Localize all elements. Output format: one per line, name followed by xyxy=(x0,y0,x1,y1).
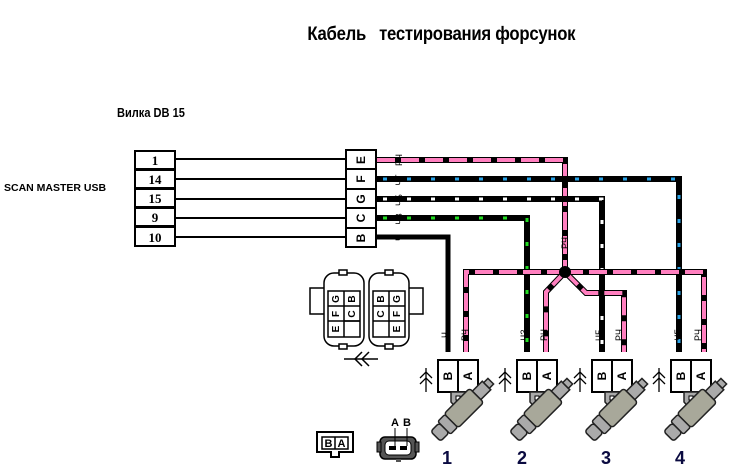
splice-node xyxy=(559,266,571,278)
legend-plug-pin: A xyxy=(391,417,399,429)
legend-plug xyxy=(376,428,420,462)
face-right-pin: G xyxy=(392,295,403,303)
insert-arrow-icon xyxy=(419,368,433,392)
injector-body-icon xyxy=(585,377,649,441)
injector-wire-code-b: Ч xyxy=(440,332,450,338)
splice-label: РЧ xyxy=(560,237,570,249)
injector-pin-b: B xyxy=(441,371,455,380)
wire-codes-connector: РЧ ЧГ ЧБ ЧЗ Ч xyxy=(394,154,404,241)
insert-arrow-icon xyxy=(652,368,666,392)
face-right-pin: E xyxy=(392,325,403,332)
db15-pin-label: 1 xyxy=(152,153,159,168)
injector-body-icon xyxy=(510,377,574,441)
injector-number: 1 xyxy=(442,448,452,468)
injector-pin-a: A xyxy=(461,371,475,380)
db15-to-connector-wires xyxy=(175,158,346,238)
wire-code-b: Ч xyxy=(394,235,404,241)
harness-connector: E F G C B xyxy=(345,149,377,248)
wire-splice-inj2 xyxy=(543,269,568,352)
colored-harness xyxy=(377,157,707,352)
db15-pin: 9 xyxy=(134,207,176,227)
injector-wire-code-b: ЧГ xyxy=(673,329,683,340)
db15-pin-block: 1 14 15 9 10 xyxy=(134,150,176,247)
injector-body-icon xyxy=(431,377,495,441)
face-left-pin: C xyxy=(347,310,358,317)
connector-pin-g: G xyxy=(354,194,368,203)
mating-arrow-icon xyxy=(344,351,378,367)
injector-pin-b: B xyxy=(674,371,688,380)
injector-number: 3 xyxy=(601,448,611,468)
face-left-pin: B xyxy=(347,295,358,302)
insert-arrow-icon xyxy=(573,368,587,392)
face-left-pin: F xyxy=(331,311,342,317)
face-right-pin: B xyxy=(376,295,387,302)
connector-pin-b: B xyxy=(354,233,368,242)
db15-pin-label: 9 xyxy=(152,210,159,225)
injector-wire-code-a: РЧ xyxy=(539,329,549,341)
legend-socket xyxy=(316,431,354,458)
injector-wire-code-a: РЧ xyxy=(693,329,703,341)
connector-face-left-labels: G B F C E xyxy=(331,295,358,332)
db15-pin: 1 xyxy=(134,150,176,170)
wire-code-f: ЧГ xyxy=(394,174,404,185)
injector-wire-code-a: РЧ xyxy=(614,329,624,341)
wire-c-black-green xyxy=(377,215,530,352)
injector-number: 2 xyxy=(517,448,527,468)
wire-g-black-white xyxy=(377,196,605,352)
diagram-title: Кабель тестирования форсунок xyxy=(307,24,576,45)
connector-face-right xyxy=(368,269,424,350)
connector-pin-f: F xyxy=(354,175,368,182)
device-label: SCAN MASTER USB xyxy=(4,182,107,194)
face-right-pin: F xyxy=(392,311,403,317)
wire-splice-inj1 xyxy=(463,269,565,352)
wire-code-e: РЧ xyxy=(394,154,404,166)
insert-arrow-icon xyxy=(498,368,512,392)
legend-socket-pin: B xyxy=(325,438,333,450)
connector-face-right-labels: B G C F E xyxy=(376,295,403,332)
injector-wire-code-a: РЧ xyxy=(460,329,470,341)
injector-pin-a: A xyxy=(694,371,708,380)
db15-pin-label: 15 xyxy=(149,191,163,206)
injector-pin-b: B xyxy=(595,371,609,380)
wire-f-black-blue xyxy=(377,176,682,352)
face-right-pin: C xyxy=(376,310,387,317)
wire-splice-inj3 xyxy=(562,269,627,352)
db15-pin-label: 10 xyxy=(149,230,162,245)
wire-splice-inj4 xyxy=(565,269,707,352)
legend-plug-pin: B xyxy=(403,417,411,429)
wire-e-red-black xyxy=(377,157,568,272)
face-left-pin: E xyxy=(331,325,342,332)
injector-pin-b: B xyxy=(520,371,534,380)
wire-b-black xyxy=(377,234,451,352)
injector-body-icon xyxy=(664,377,728,441)
legend-socket-pin: A xyxy=(338,438,346,450)
wire-code-c: ЧЗ xyxy=(394,213,404,224)
db15-pin-label: 14 xyxy=(149,172,163,187)
injector-wire-code-b: ЧЗ xyxy=(519,329,529,340)
face-left-pin: G xyxy=(331,295,342,303)
db15-pin: 14 xyxy=(134,169,176,189)
connector-face-left xyxy=(309,269,365,350)
connector-pin-e: E xyxy=(354,156,368,164)
injector-wire-code-b: ЧБ xyxy=(594,329,604,341)
injector-pin-a: A xyxy=(540,371,554,380)
plug-label: Вилка DB 15 xyxy=(117,105,185,120)
wire-code-g: ЧБ xyxy=(394,194,404,206)
connector-pin-c: C xyxy=(354,213,368,222)
db15-pin: 15 xyxy=(134,188,176,208)
injector-pin-a: A xyxy=(615,371,629,380)
db15-pin: 10 xyxy=(134,226,176,247)
injector-number: 4 xyxy=(675,448,685,468)
